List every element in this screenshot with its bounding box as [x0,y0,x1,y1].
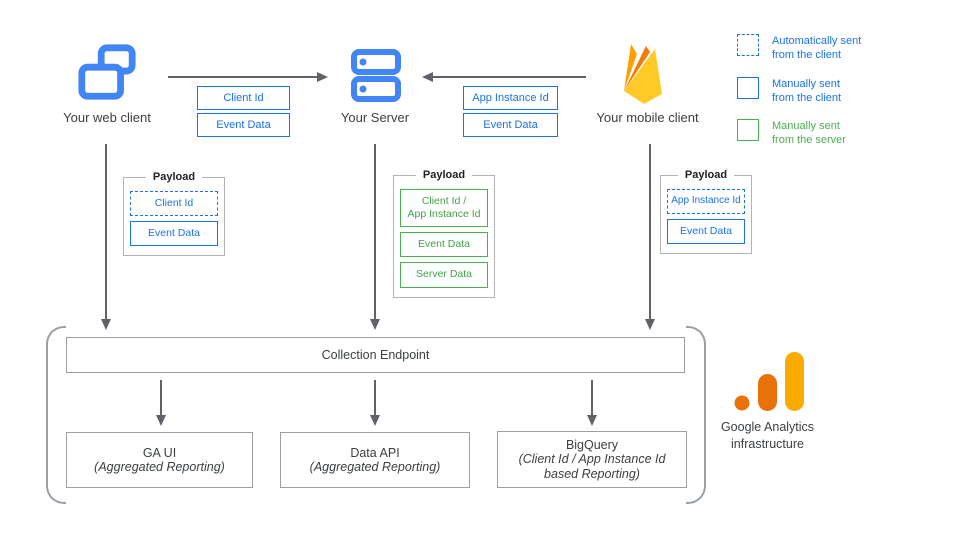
payload-web-client-id: Client Id [130,191,218,217]
legend-swatch-auto-client [737,34,759,56]
bigquery-subtitle: (Client Id / App Instance Id based Repor… [518,452,666,481]
bigquery-box: BigQuery (Client Id / App Instance Id ba… [497,431,687,488]
legend-label-auto-client: Automatically sent from the client [772,35,862,61]
payload-server-ids: Client Id / App Instance Id [400,189,488,228]
ga-ui-title: GA UI [142,445,177,460]
data-api-subtitle: (Aggregated Reporting) [309,460,441,474]
mobile-client-label: Your mobile client [596,110,699,125]
web-client-label: Your web client [63,110,151,125]
payload-server: Payload Client Id / App Instance Id Even… [393,169,495,298]
flow-mobile-app-instance-id: App Instance Id [463,86,558,110]
data-api-box: Data API (Aggregated Reporting) [280,432,470,488]
server-label: Your Server [340,110,410,125]
bigquery-title: BigQuery [565,437,619,452]
data-api-title: Data API [350,445,400,460]
flow-web-client-id: Client Id [197,86,290,110]
payload-web-event-data: Event Data [130,221,218,247]
collection-endpoint-box: Collection Endpoint [66,337,685,373]
payload-mobile-app-instance-id: App Instance Id [667,189,745,214]
payload-web-title: Payload [145,171,203,183]
payload-server-title: Payload [415,169,473,181]
ga-ui-box: GA UI (Aggregated Reporting) [66,432,253,488]
flow-mobile-event-data: Event Data [463,113,558,137]
payload-server-server-data: Server Data [400,262,488,288]
legend-label-manual-server: Manually sent from the server [772,120,846,146]
firebase-icon [624,44,662,104]
payload-web: Payload Client Id Event Data [123,171,225,257]
server-icon [351,49,401,102]
payload-mobile-title: Payload [677,169,735,181]
payload-server-event-data: Event Data [400,232,488,258]
flow-web-event-data: Event Data [197,113,290,137]
ga-ui-subtitle: (Aggregated Reporting) [94,460,225,474]
google-analytics-infrastructure-label: Google Analytics infrastructure [720,420,815,451]
infra-bracket-left [46,326,66,504]
web-client-icon [78,44,136,100]
legend-swatch-manual-server [737,119,759,141]
legend-swatch-manual-client [737,77,759,99]
payload-mobile: Payload App Instance Id Event Data [660,169,752,254]
payload-mobile-event-data: Event Data [667,218,745,244]
infra-bracket-right [686,326,706,504]
collection-endpoint-label: Collection Endpoint [321,347,430,362]
google-analytics-icon [734,352,804,411]
legend-label-manual-client: Manually sent from the client [772,78,842,104]
